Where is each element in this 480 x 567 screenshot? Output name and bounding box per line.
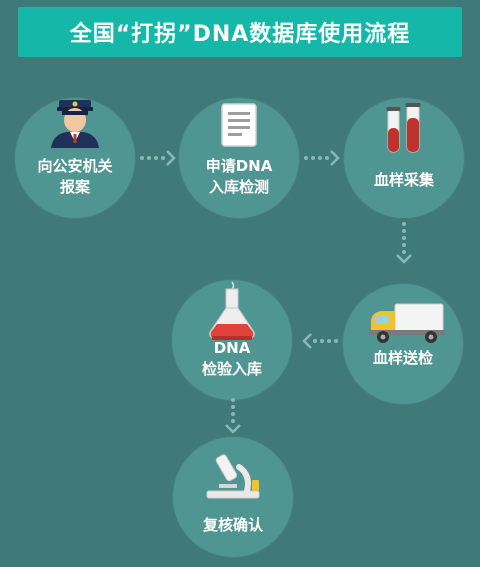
arrow-step1-to-step2 <box>140 150 176 166</box>
step-blood-collection: 血样采集 <box>344 98 464 218</box>
step-dna-entry-label-1: DNA <box>213 339 251 357</box>
step-report-police-label-1: 向公安机关 <box>37 157 113 175</box>
arrow-step3-to-step4 <box>396 222 412 264</box>
step-apply-dna-label-2: 入库检测 <box>208 178 269 196</box>
test-tubes-icon <box>386 103 421 153</box>
arrow-step4-to-step5 <box>302 333 338 349</box>
step-report-police: 向公安机关 报案 <box>15 98 135 218</box>
flask-icon <box>209 281 255 340</box>
step-review-confirm: 复核确认 <box>173 437 293 557</box>
microscope-icon <box>206 454 260 499</box>
step-blood-delivery-label: 血样送检 <box>372 349 433 367</box>
arrow-step2-to-step3 <box>304 150 340 166</box>
document-icon <box>221 103 257 147</box>
step-review-confirm-label: 复核确认 <box>202 516 263 534</box>
step-apply-dna-label-1: 申请DNA <box>205 157 273 175</box>
step-dna-entry-label-2: 检验入库 <box>201 360 262 378</box>
title-bar: 全国“打拐”DNA数据库使用流程 <box>18 7 462 57</box>
delivery-truck-icon <box>369 303 445 343</box>
step-report-police-label-2: 报案 <box>59 178 90 196</box>
step-blood-collection-label: 血样采集 <box>373 171 434 189</box>
police-officer-icon <box>51 100 99 148</box>
step-dna-entry: DNA 检验入库 <box>172 280 292 400</box>
step-blood-delivery: 血样送检 <box>343 284 463 404</box>
page-title: 全国“打拐”DNA数据库使用流程 <box>69 22 411 47</box>
arrow-step5-to-step6 <box>225 398 241 434</box>
step-apply-dna: 申请DNA 入库检测 <box>179 98 299 218</box>
